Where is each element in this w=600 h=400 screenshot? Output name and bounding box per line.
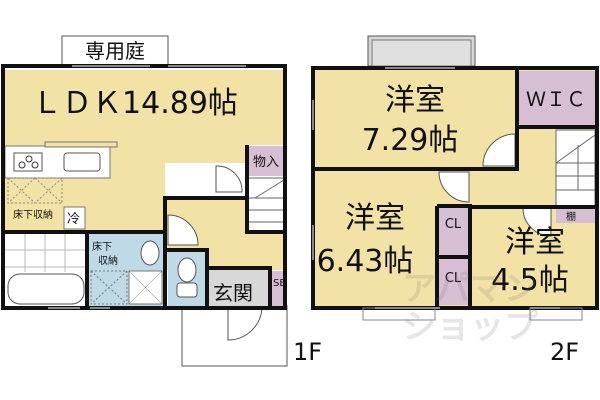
room-c-size: 4.5帖 [491,263,569,298]
room-a-size: 7.29帖 [362,123,459,158]
floor-1-label: 1F [293,338,322,366]
garden-label: 専用庭 [85,39,145,63]
staircase-1f [247,177,285,233]
entrance-label: 玄関 [213,281,253,305]
stove-icon [13,152,43,172]
room-6-43 [315,172,437,306]
floor-2: 洋室 7.29帖 ＷＩＣ 洋室 6.43帖 CL CL 棚 洋室 4.5帖 [311,35,599,366]
underfloor-storage-label: 床下収納 [13,208,53,221]
closet-1 [439,206,468,255]
floor-2-label: 2F [550,338,579,366]
bath-tiles [5,233,87,272]
door-swing-room-b [438,171,470,203]
entrance-porch [181,305,288,367]
washbasin-icon [140,240,160,266]
window-frame-bottom [362,307,436,321]
walk-in-closet [518,71,595,126]
ldk-label: ＬＤＫ14.89帖 [32,86,238,121]
bathtub [7,273,85,305]
garden-area [61,35,169,67]
closet-2-label: CL [445,271,462,286]
entrance-hall [209,270,268,306]
room-b-name: 洋室 [345,201,405,236]
refrigerator-label: 冷 [67,212,80,227]
balcony-inner [371,39,472,67]
room-c-name: 洋室 [505,225,565,260]
door-swing-room-c [522,207,552,237]
ldk-room [5,70,285,232]
shoe-box-label: SB [273,278,286,289]
staircase-2f [555,129,596,207]
underfloor-hatch [7,177,63,204]
door-swing-room-a [482,133,516,167]
washing-machine-pan [128,270,163,305]
door-swing-toilet [167,214,199,246]
washroom-hatch [90,270,128,305]
refrigerator [63,206,86,230]
shelf-label: 棚 [566,210,576,223]
underfloor-storage-2-line2: 収納 [98,254,118,267]
shoe-box [271,271,284,306]
closet-2 [439,259,468,305]
entrance-door-swing [227,305,263,341]
door-swing-hall [215,165,243,193]
closet-1-label: CL [445,217,462,232]
window-frame-bottom-2 [529,307,583,321]
shelf [556,209,595,223]
sink-icon [63,152,101,172]
windows-1f [48,65,246,309]
svg-text:アパマン: アパマン [402,269,537,309]
storage-label: 物入 [253,155,279,170]
underfloor-storage-2-line1: 床下 [92,240,112,253]
room-7-29 [315,70,515,168]
storage-closet [248,146,284,176]
room-b-size: 6.43帖 [317,244,414,279]
toilet-icon [176,257,198,298]
svg-text:ショップ: ショップ [402,307,538,347]
watermark-logo: アパマン ショップ [402,269,538,347]
counter-edge [44,141,118,148]
wic-label: ＷＩＣ [526,87,586,111]
room-a-name: 洋室 [385,83,445,118]
floor-1: 専用庭 ＬＤＫ14.89帖 床下収納 冷 物入 [1,35,322,367]
